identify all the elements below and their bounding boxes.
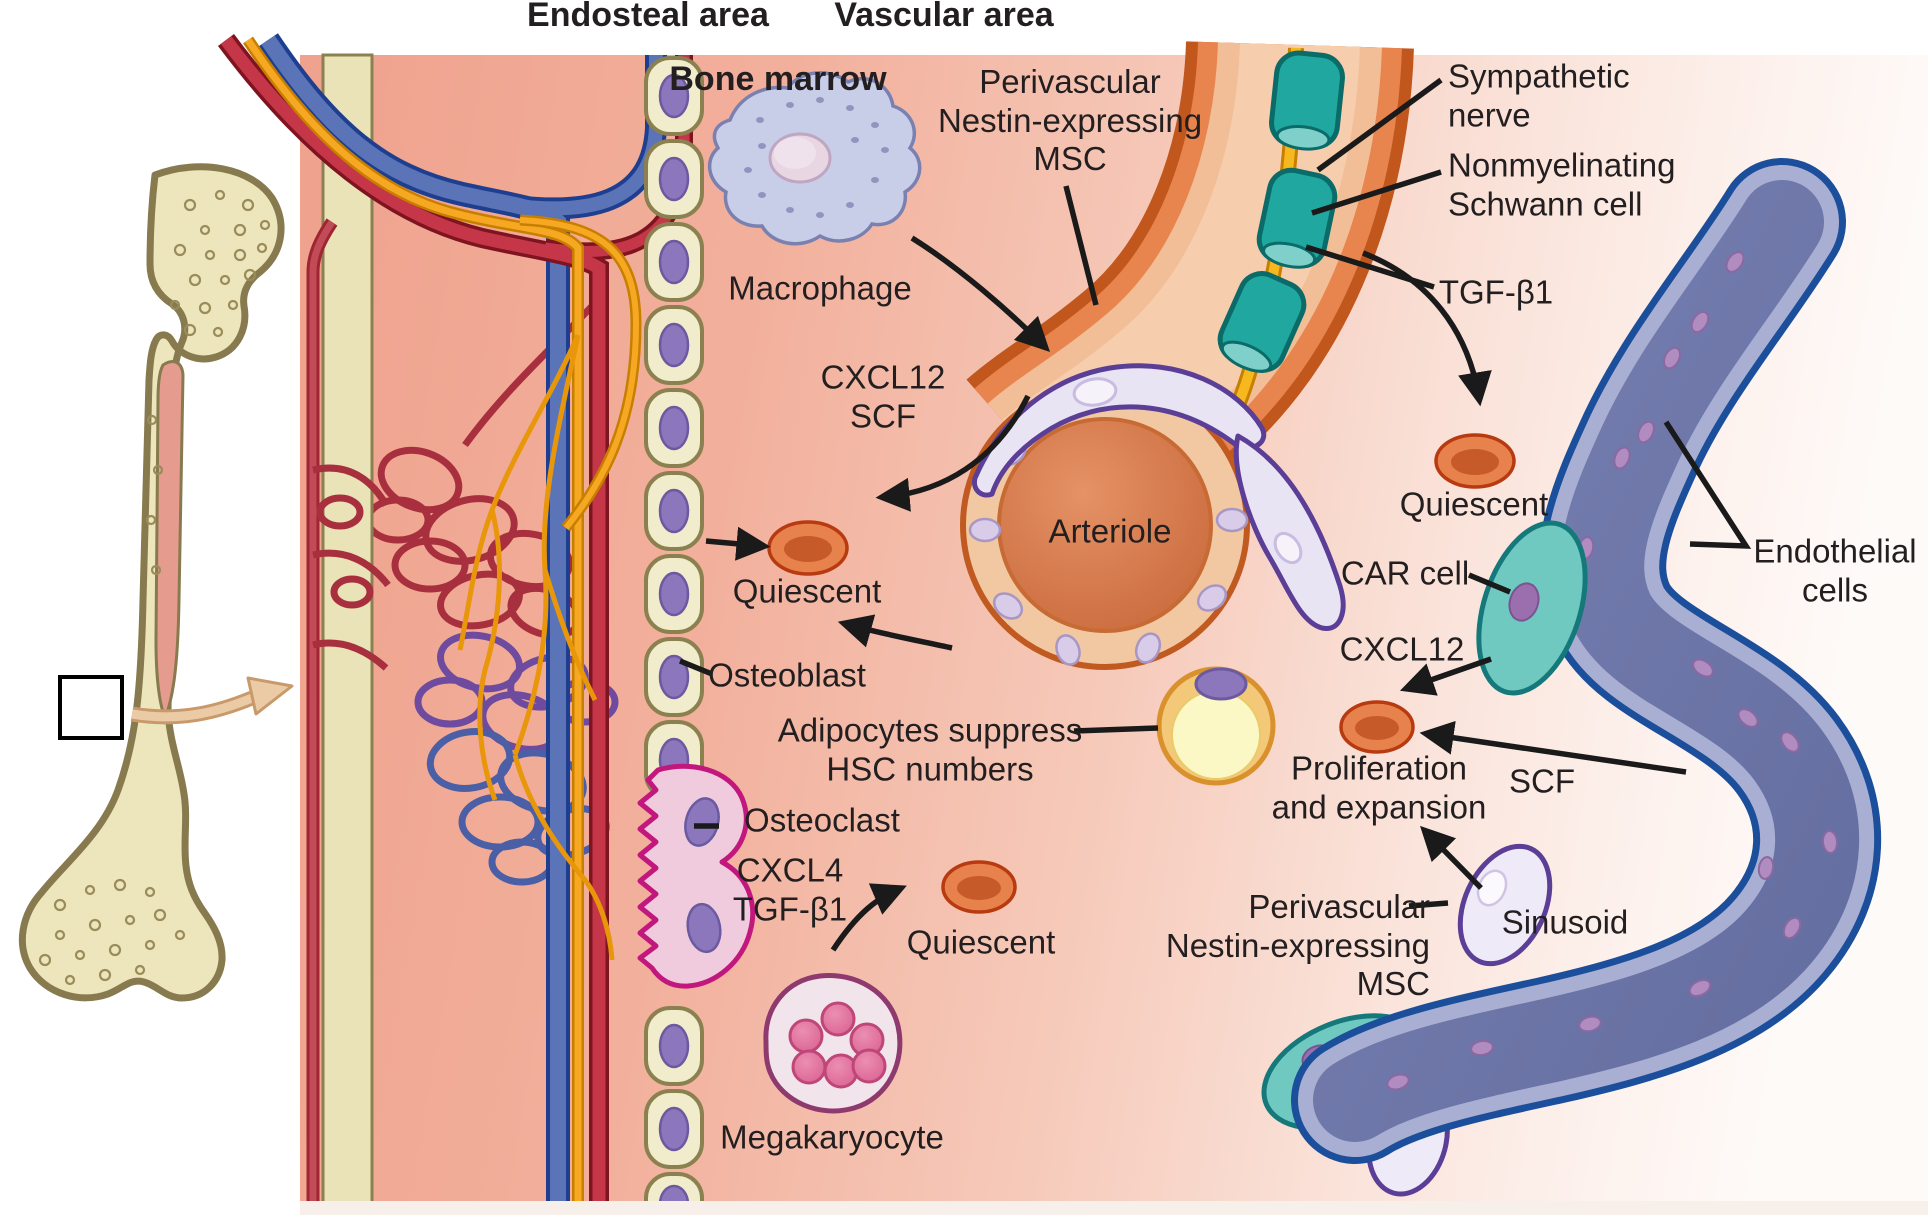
macrophage-cell	[707, 71, 922, 246]
adipocyte-cell	[1156, 666, 1276, 786]
label-proliferation: Proliferation and expansion	[1271, 749, 1487, 825]
label-macrophage: Macrophage	[728, 269, 912, 307]
label-sympathetic-nerve: Sympathetic nerve	[1448, 57, 1630, 133]
label-cxcl4-tgfb1: CXCL4 TGF-β1	[732, 851, 848, 927]
leader-schwann-cell	[1311, 169, 1442, 216]
label-endothelial-cells: Endothelial cells	[1753, 532, 1917, 608]
perivascular-msc-on-arteriole	[971, 363, 1346, 631]
title-endosteal-area: Endosteal area	[527, 0, 769, 35]
label-quiescent-left: Quiescent	[732, 572, 882, 610]
label-cxcl12-scf: CXCL12 SCF	[820, 358, 946, 434]
macrophage-speckles	[744, 97, 889, 218]
osteoclast-cell	[637, 763, 756, 989]
leader-sympathetic-nerve	[1316, 77, 1443, 173]
label-cxcl12-right: CXCL12	[1339, 630, 1465, 668]
osteoblast-cell	[644, 56, 704, 1215]
leader-tgfb1	[1305, 244, 1435, 290]
hsc-quiescent-right	[1434, 433, 1516, 489]
label-adipocytes: Adipocytes suppress HSC numbers	[777, 711, 1083, 787]
label-osteoclast: Osteoclast	[744, 801, 900, 839]
hsc-cells	[767, 433, 1516, 914]
periosteal-artery	[306, 218, 391, 1204]
arrow-cxcl12-to-hsc	[1399, 656, 1492, 696]
magnified-region-box	[58, 675, 124, 740]
label-quiescent-bottom: Quiescent	[906, 923, 1056, 961]
schwann-cells	[1217, 50, 1345, 373]
leader-msc-bottom	[1408, 900, 1449, 909]
arrow-macrophage-to-msc	[910, 235, 1051, 353]
perivascular-msc-top-cell	[1457, 843, 1553, 967]
arrow-cxcl12-scf-to-hsc	[875, 394, 1031, 512]
sinusoid-vessel	[1261, 158, 1882, 1197]
central-vein	[258, 33, 667, 1208]
title-vascular-area: Vascular area	[834, 0, 1054, 35]
leader-adipocytes	[1073, 725, 1159, 734]
arrow-scf-to-hsc	[1419, 720, 1687, 775]
hsc-proliferating	[1339, 700, 1415, 754]
arrow-msc-to-proliferation	[1420, 825, 1483, 890]
panel-bottom-strip	[300, 1201, 1928, 1215]
nerve-fiber-bundle	[243, 36, 642, 1208]
label-schwann-cell: Nonmyelinating Schwann cell	[1448, 146, 1676, 222]
leader-osteoblast	[678, 658, 714, 677]
megakaryocyte-cell	[763, 972, 903, 1114]
label-tgfb1-top: TGF-β1	[1438, 273, 1554, 311]
arrow-cxcl4-to-hsc	[830, 883, 907, 952]
trabecular-speckles	[38, 189, 271, 986]
leader-car-cell	[1467, 572, 1512, 595]
arrow-arteriole-to-quiescent	[837, 614, 953, 651]
label-arteriole: Arteriole	[1048, 512, 1172, 550]
magnification-arrow	[130, 676, 294, 725]
arrow-osteoblast-to-hsc	[705, 526, 771, 561]
femur-bone-illustration	[18, 163, 294, 1002]
label-car-cell: CAR cell	[1340, 554, 1470, 592]
label-megakaryocyte: Megakaryocyte	[720, 1118, 944, 1156]
annotation-arrows	[678, 77, 1752, 952]
hsc-quiescent-left	[767, 520, 849, 576]
label-quiescent-right: Quiescent	[1399, 485, 1549, 523]
label-msc-top: Perivascular Nestin-expressing MSC	[937, 63, 1203, 178]
label-sinusoid: Sinusoid	[1501, 903, 1629, 941]
leader-endothelial-cells	[1663, 420, 1752, 549]
endothelial-nuclei	[1386, 251, 1839, 1091]
label-bone-marrow: Bone marrow	[669, 60, 887, 99]
arrow-tgfb1-to-hsc	[1362, 250, 1492, 407]
label-msc-bottom: Perivascular Nestin-expressing MSC	[1165, 888, 1430, 1003]
label-scf-right: SCF	[1509, 762, 1575, 800]
label-osteoblast: Osteoblast	[708, 656, 866, 694]
osteoblast-column	[644, 56, 704, 1215]
leader-msc-top	[1063, 185, 1099, 306]
hsc-quiescent-bottom	[941, 860, 1017, 914]
